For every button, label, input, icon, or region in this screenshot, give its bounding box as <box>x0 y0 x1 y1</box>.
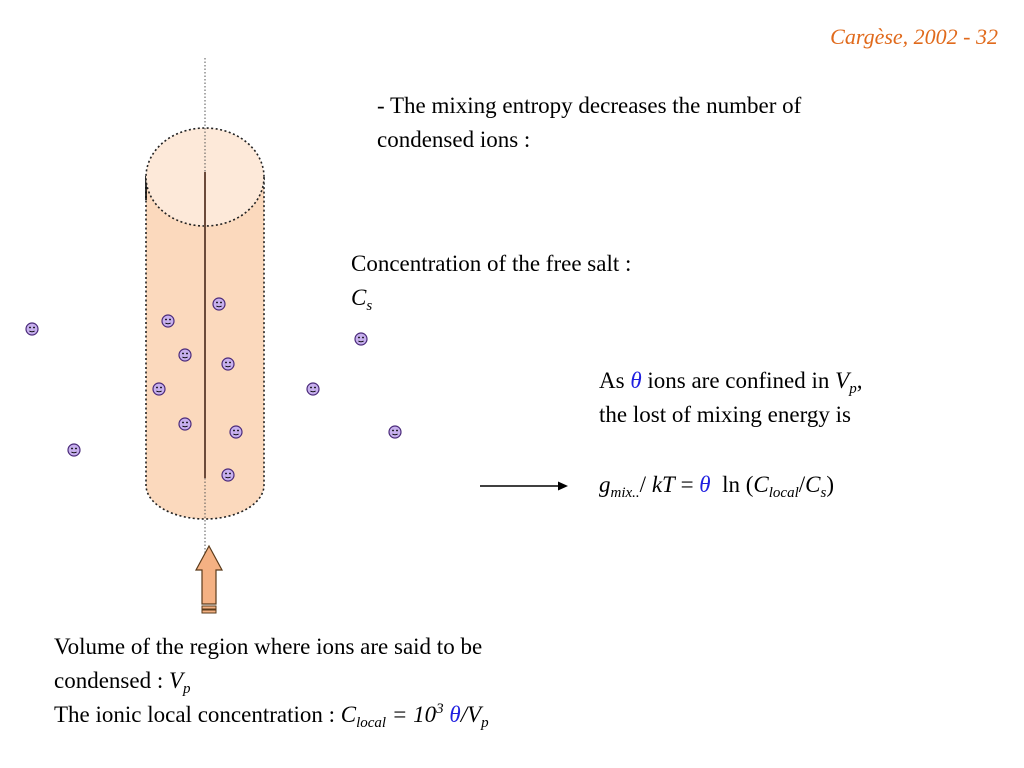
bullet-line-1: - The mixing entropy decreases the numbe… <box>377 93 802 118</box>
up-arrow-icon <box>194 544 224 614</box>
free-salt-text: Concentration of the free salt : Cs <box>351 247 631 315</box>
local-concentration-line: The ionic local concentration : Clocal =… <box>54 701 489 731</box>
confined-text: As θ ions are confined in Vp, the lost o… <box>599 364 862 432</box>
smiley-face-icon <box>354 332 368 346</box>
bullet-text: - The mixing entropy decreases the numbe… <box>377 89 801 157</box>
smiley-face-icon <box>388 425 402 439</box>
mixing-energy-formula: gmix../ kT = θ ln (Clocal/Cs) <box>599 472 835 501</box>
bullet-line-2: condensed ions : <box>377 127 531 152</box>
volume-line-2: condensed : Vp <box>54 668 191 697</box>
confined-line-2: the lost of mixing energy is <box>599 402 851 427</box>
smiley-face-icon <box>178 348 192 362</box>
smiley-face-icon <box>152 382 166 396</box>
smiley-face-icon <box>25 322 39 336</box>
free-salt-label: Concentration of the free salt : <box>351 251 632 276</box>
right-arrow-icon <box>480 481 568 491</box>
smiley-face-icon <box>212 297 226 311</box>
slide-header: Cargèse, 2002 - 32 <box>830 24 998 49</box>
smiley-face-icon <box>178 417 192 431</box>
free-salt-symbol: Cs <box>351 285 373 314</box>
smiley-face-icon <box>161 314 175 328</box>
volume-text: Volume of the region where ions are said… <box>54 630 489 732</box>
smiley-face-icon <box>67 443 81 457</box>
smiley-face-icon <box>306 382 320 396</box>
confined-line-1: As θ ions are confined in Vp, <box>599 368 863 397</box>
smiley-face-icon <box>221 468 235 482</box>
cylinder-outline-side <box>145 178 265 520</box>
smiley-face-icon <box>229 425 243 439</box>
smiley-face-icon <box>221 357 235 371</box>
volume-line-1: Volume of the region where ions are said… <box>54 634 483 659</box>
